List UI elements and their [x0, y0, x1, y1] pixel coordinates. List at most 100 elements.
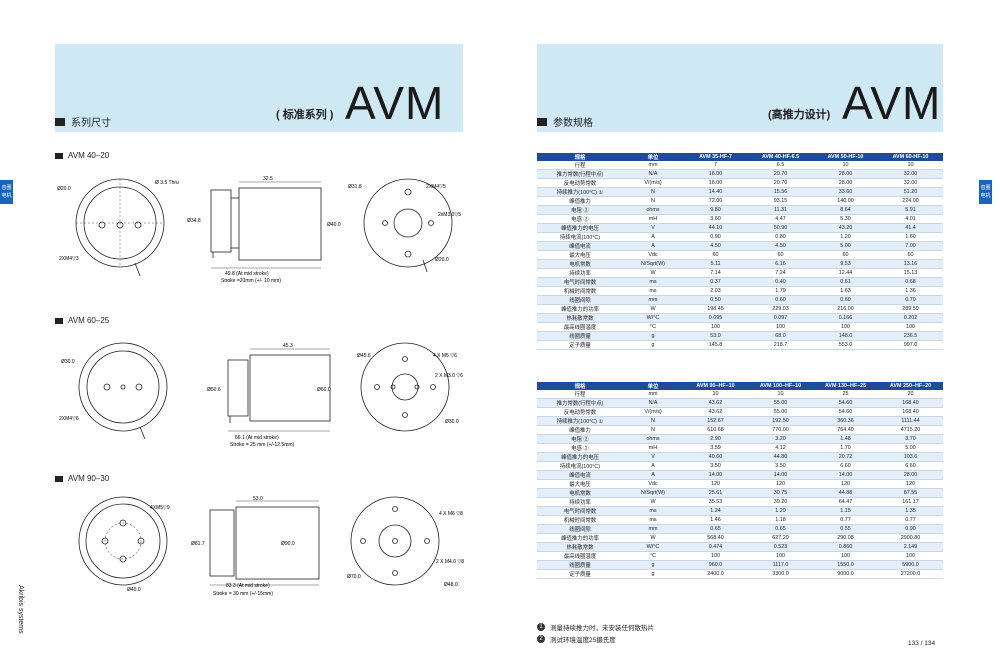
table-cell: 0.65 — [683, 524, 748, 534]
table-cell: 1.20 — [813, 232, 878, 242]
table-cell: N/Sqrt(W) — [623, 259, 683, 269]
column-header: 单位 — [623, 153, 683, 161]
table-cell: 最高线圈温度 — [537, 322, 623, 332]
table-cell: 120 — [748, 479, 813, 489]
side-view — [210, 181, 322, 269]
table-cell: N/A — [623, 169, 683, 179]
table-cell: 7 — [683, 161, 748, 170]
table-cell: 100 — [748, 551, 813, 561]
table-cell: 33.60 — [813, 187, 878, 197]
table-cell: 100 — [813, 551, 878, 561]
right-series-label: (高推力设计) — [768, 109, 831, 121]
back-dia-top-label: Ø45.6 — [357, 353, 371, 359]
back-holes2-label: 2 X M4.0 ▽8 — [436, 559, 464, 565]
side-dia-left-label: Ø50.6 — [207, 387, 221, 393]
table-cell: 9000.0 — [813, 569, 878, 579]
table-cell: 20.72 — [813, 452, 878, 462]
table-cell: W — [623, 497, 683, 507]
table-cell: 60 — [813, 250, 878, 260]
table-cell: 电机常数 — [537, 259, 623, 269]
table-cell: 0.80 — [748, 232, 813, 242]
table-cell: 14.40 — [683, 187, 748, 197]
back-view — [360, 342, 450, 432]
back-view — [363, 178, 453, 273]
table-cell: 电气时间常数 — [537, 506, 623, 516]
table-cell: 2400.0 — [683, 569, 748, 579]
table-cell: 43.20 — [813, 223, 878, 233]
table-cell: 12.44 — [813, 268, 878, 278]
table-cell: 360.36 — [813, 416, 878, 426]
table-cell: 54.60 — [813, 407, 878, 417]
note-text: 测试环境温度25摄氏度 — [550, 637, 616, 644]
table-cell: 0.40 — [748, 277, 813, 287]
table-cell: 100 — [748, 322, 813, 332]
table-cell: 热耗散常数 — [537, 313, 623, 323]
table-cell: 热耗散常数 — [537, 542, 623, 552]
table-cell: 推力常数(行程中点) — [537, 169, 623, 179]
table-cell: 0.860 — [813, 542, 878, 552]
table-cell: 电机常数 — [537, 488, 623, 498]
table-cell: ms — [623, 506, 683, 516]
table-cell: g — [623, 340, 683, 350]
side-stroke-label: Stroke =20mm (+/- 10 mm) — [221, 278, 281, 284]
table-cell: 198.45 — [683, 304, 748, 314]
table-cell: 161.17 — [878, 497, 943, 507]
square-bullet-icon — [55, 475, 63, 482]
table-cell: 0.202 — [878, 313, 943, 323]
table-cell: 216.00 — [813, 304, 878, 314]
table-cell: 44.88 — [813, 488, 878, 498]
table-cell: 0.77 — [878, 515, 943, 525]
left-series-label: ( 标准系列 ) — [276, 109, 334, 121]
table-cell: 定子质量 — [537, 340, 623, 350]
left-header-banner — [55, 44, 463, 132]
left-section-title: 系列尺寸 — [55, 114, 111, 129]
front-view — [75, 178, 165, 277]
table-cell: 线圈间隙 — [537, 524, 623, 534]
drawing-avm90: 4XM5▽9 Ø40.0 53.0 Ø81.7 Ø90.0 83.3 (At m… — [78, 496, 464, 597]
table-cell: 线圈质量 — [537, 560, 623, 570]
table-cell: 3300.0 — [748, 569, 813, 579]
table-cell: 224.00 — [878, 196, 943, 206]
table-cell: 40.60 — [683, 452, 748, 462]
table-cell: 0.77 — [813, 515, 878, 525]
table-cell: 4715.20 — [878, 425, 943, 435]
table-cell: ohms — [623, 434, 683, 444]
table-cell: 87.55 — [878, 488, 943, 498]
table-cell: 持续电流(100°C) — [537, 232, 623, 242]
table-cell: A — [623, 241, 683, 251]
table-cell: 3.60 — [683, 214, 748, 224]
table-cell: g — [623, 569, 683, 579]
table-cell: 44.10 — [683, 223, 748, 233]
table-cell: 机械时间常数 — [537, 286, 623, 296]
table-cell: 15.56 — [748, 187, 813, 197]
table-cell: Vdc — [623, 250, 683, 260]
table-cell: 1550.0 — [813, 560, 878, 570]
table-cell: 35.53 — [683, 497, 748, 507]
column-header: AVM 40-HF-6.5 — [748, 153, 813, 161]
table-cell: °C — [623, 322, 683, 332]
table-cell: 6.60 — [878, 461, 943, 471]
table-cell: 960.0 — [683, 560, 748, 570]
table-cell: 3.50 — [683, 461, 748, 471]
table-cell: N — [623, 196, 683, 206]
table-cell: 1.29 — [748, 506, 813, 516]
side-dia-left-label: Ø81.7 — [191, 541, 205, 547]
table-cell: 峰值推力的功率 — [537, 304, 623, 314]
table-cell: 2.90 — [683, 434, 748, 444]
table-cell: W/°C — [623, 542, 683, 552]
note-text: 测量持续推力时，未安装任何散热片 — [550, 625, 654, 632]
table-cell: 10 — [683, 390, 748, 399]
